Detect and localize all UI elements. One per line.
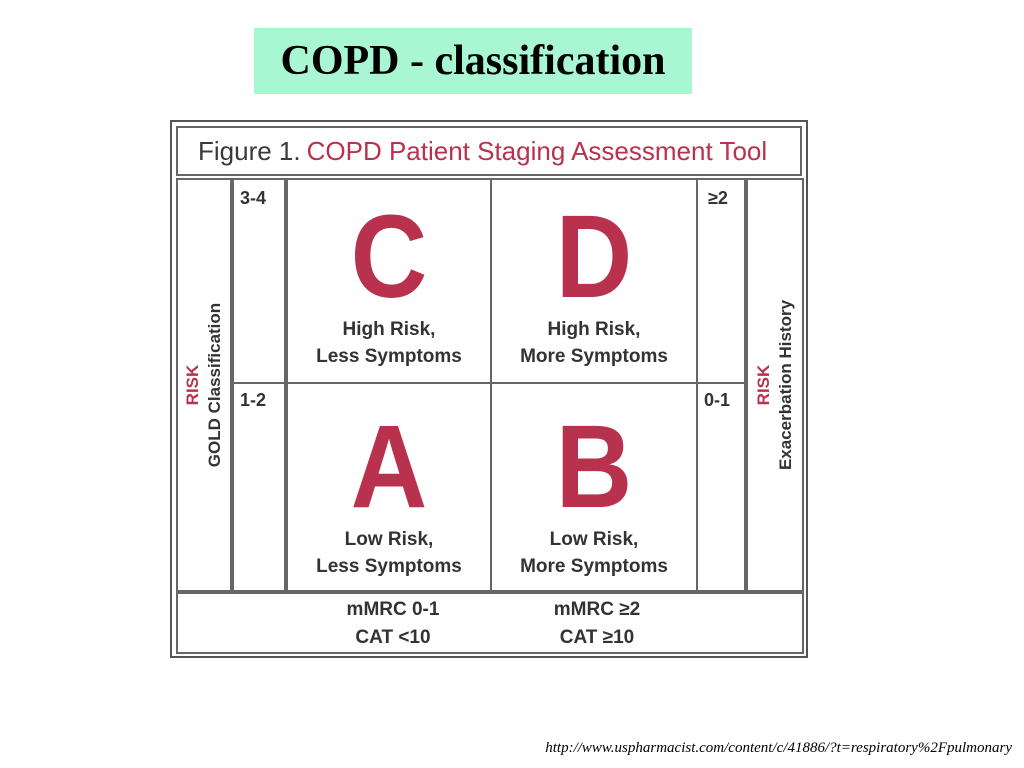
mmrc-0-1-label: mMRC 0-1 bbox=[346, 599, 440, 620]
left-risk-label: RISK bbox=[183, 364, 202, 406]
slide-title: COPD - classification bbox=[254, 28, 692, 94]
exacerbation-history-label: Exacerbation History bbox=[776, 299, 795, 471]
quadrant-a-line2: Less Symptoms bbox=[316, 556, 462, 577]
quadrant-a-letter: A bbox=[350, 401, 428, 533]
right-axis-strip: RISK Exacerbation History bbox=[746, 178, 804, 592]
quadrant-c-line2: Less Symptoms bbox=[316, 346, 462, 367]
source-url: http://www.uspharmacist.com/content/c/41… bbox=[545, 740, 1012, 756]
left-tick-3-4: 3-4 bbox=[240, 188, 267, 208]
right-tick-lower: 0-1 bbox=[696, 382, 746, 592]
quadrant-d-line2: More Symptoms bbox=[520, 346, 668, 367]
quadrant-a: A Low Risk, Less Symptoms bbox=[286, 382, 492, 592]
cat-lt10-label: CAT <10 bbox=[355, 627, 431, 648]
right-axis-label: RISK Exacerbation History bbox=[753, 300, 797, 470]
bottom-axis-left: mMRC 0-1 CAT <10 bbox=[288, 596, 498, 652]
left-tick-lower: 1-2 bbox=[232, 382, 286, 592]
quadrant-b-line1: Low Risk, bbox=[549, 529, 639, 550]
right-tick-upper: ≥2 bbox=[696, 178, 746, 384]
quadrant-d: D High Risk, More Symptoms bbox=[490, 178, 698, 384]
quadrant-c-line1: High Risk, bbox=[342, 319, 436, 340]
quadrant-d-line1: High Risk, bbox=[547, 319, 641, 340]
quadrant-d-letter: D bbox=[555, 191, 633, 323]
figure-header: Figure 1. COPD Patient Staging Assessmen… bbox=[176, 126, 802, 176]
quadrant-c: C High Risk, Less Symptoms bbox=[286, 178, 492, 384]
right-risk-label: RISK bbox=[754, 364, 773, 406]
mmrc-ge2-label: mMRC ≥2 bbox=[553, 599, 641, 620]
cat-ge10-label: CAT ≥10 bbox=[559, 627, 635, 648]
quadrant-d-description: High Risk, More Symptoms bbox=[492, 316, 696, 370]
left-axis-label: RISK GOLD Classification bbox=[182, 303, 226, 467]
left-tick-upper: 3-4 bbox=[232, 178, 286, 384]
quadrant-a-line1: Low Risk, bbox=[344, 529, 434, 550]
left-tick-1-2: 1-2 bbox=[240, 390, 267, 410]
quadrant-b-letter: B bbox=[555, 401, 633, 533]
left-axis-strip: RISK GOLD Classification bbox=[176, 178, 232, 592]
figure-title: COPD Patient Staging Assessment Tool bbox=[306, 135, 768, 166]
right-tick-ge2: ≥2 bbox=[708, 188, 728, 208]
quadrant-a-description: Low Risk, Less Symptoms bbox=[288, 526, 490, 580]
quadrant-b: B Low Risk, More Symptoms bbox=[490, 382, 698, 592]
right-tick-0-1: 0-1 bbox=[704, 390, 731, 410]
quadrant-b-line2: More Symptoms bbox=[520, 556, 668, 577]
copd-staging-figure: Figure 1. COPD Patient Staging Assessmen… bbox=[170, 120, 808, 658]
quadrant-c-description: High Risk, Less Symptoms bbox=[288, 316, 490, 370]
figure-label: Figure 1. bbox=[198, 135, 301, 166]
quadrant-b-description: Low Risk, More Symptoms bbox=[492, 526, 696, 580]
bottom-axis-strip: mMRC 0-1 CAT <10 mMRC ≥2 CAT ≥10 bbox=[176, 592, 804, 654]
bottom-axis-right: mMRC ≥2 CAT ≥10 bbox=[492, 596, 702, 652]
gold-classification-label: GOLD Classification bbox=[205, 302, 224, 468]
quadrant-c-letter: C bbox=[350, 191, 428, 323]
